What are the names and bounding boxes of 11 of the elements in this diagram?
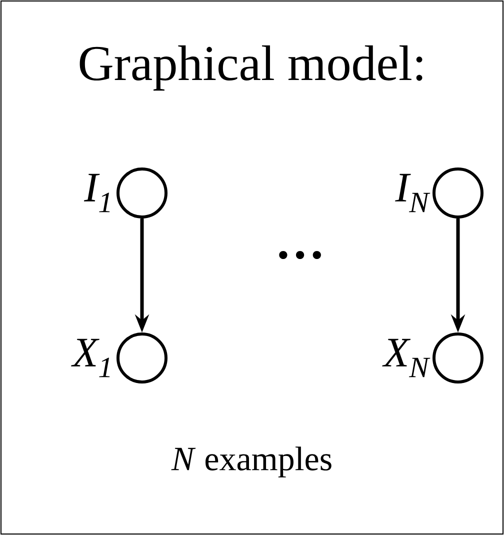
circle-node bbox=[116, 168, 168, 218]
title: Graphical model: bbox=[80, 45, 422, 91]
variable-label: X$_{1}$ bbox=[71, 338, 110, 378]
circle-node bbox=[432, 332, 484, 384]
circle-node bbox=[432, 168, 484, 218]
circle-node bbox=[116, 332, 168, 384]
ellipsis: … bbox=[279, 250, 321, 260]
caption-text: N examples bbox=[171, 446, 332, 478]
variable-label: X$_{N}$ bbox=[382, 338, 430, 378]
variable-label: I$_{N}$ bbox=[395, 174, 430, 212]
variable-label: I$_{1}$ bbox=[84, 174, 110, 212]
